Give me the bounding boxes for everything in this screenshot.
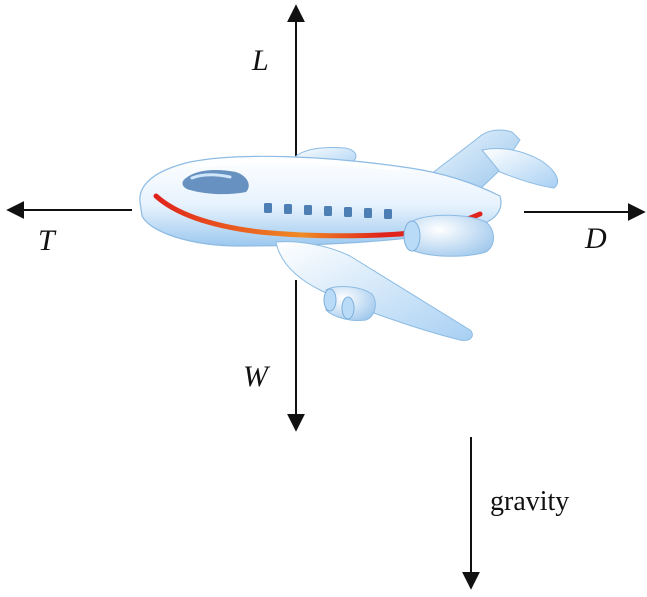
weight-label: W bbox=[243, 360, 268, 393]
cabin-window bbox=[264, 203, 272, 213]
cabin-window bbox=[384, 209, 392, 219]
cabin-window bbox=[304, 205, 312, 215]
thrust-label: T bbox=[38, 224, 55, 257]
cabin-window bbox=[364, 208, 372, 218]
cabin-window bbox=[324, 206, 332, 216]
gravity-label: gravity bbox=[490, 486, 570, 517]
lift-label: L bbox=[252, 44, 269, 77]
cabin-window bbox=[284, 204, 292, 214]
drag-label: D bbox=[585, 222, 607, 255]
cabin-window bbox=[344, 207, 352, 217]
airplane-icon bbox=[139, 129, 558, 341]
